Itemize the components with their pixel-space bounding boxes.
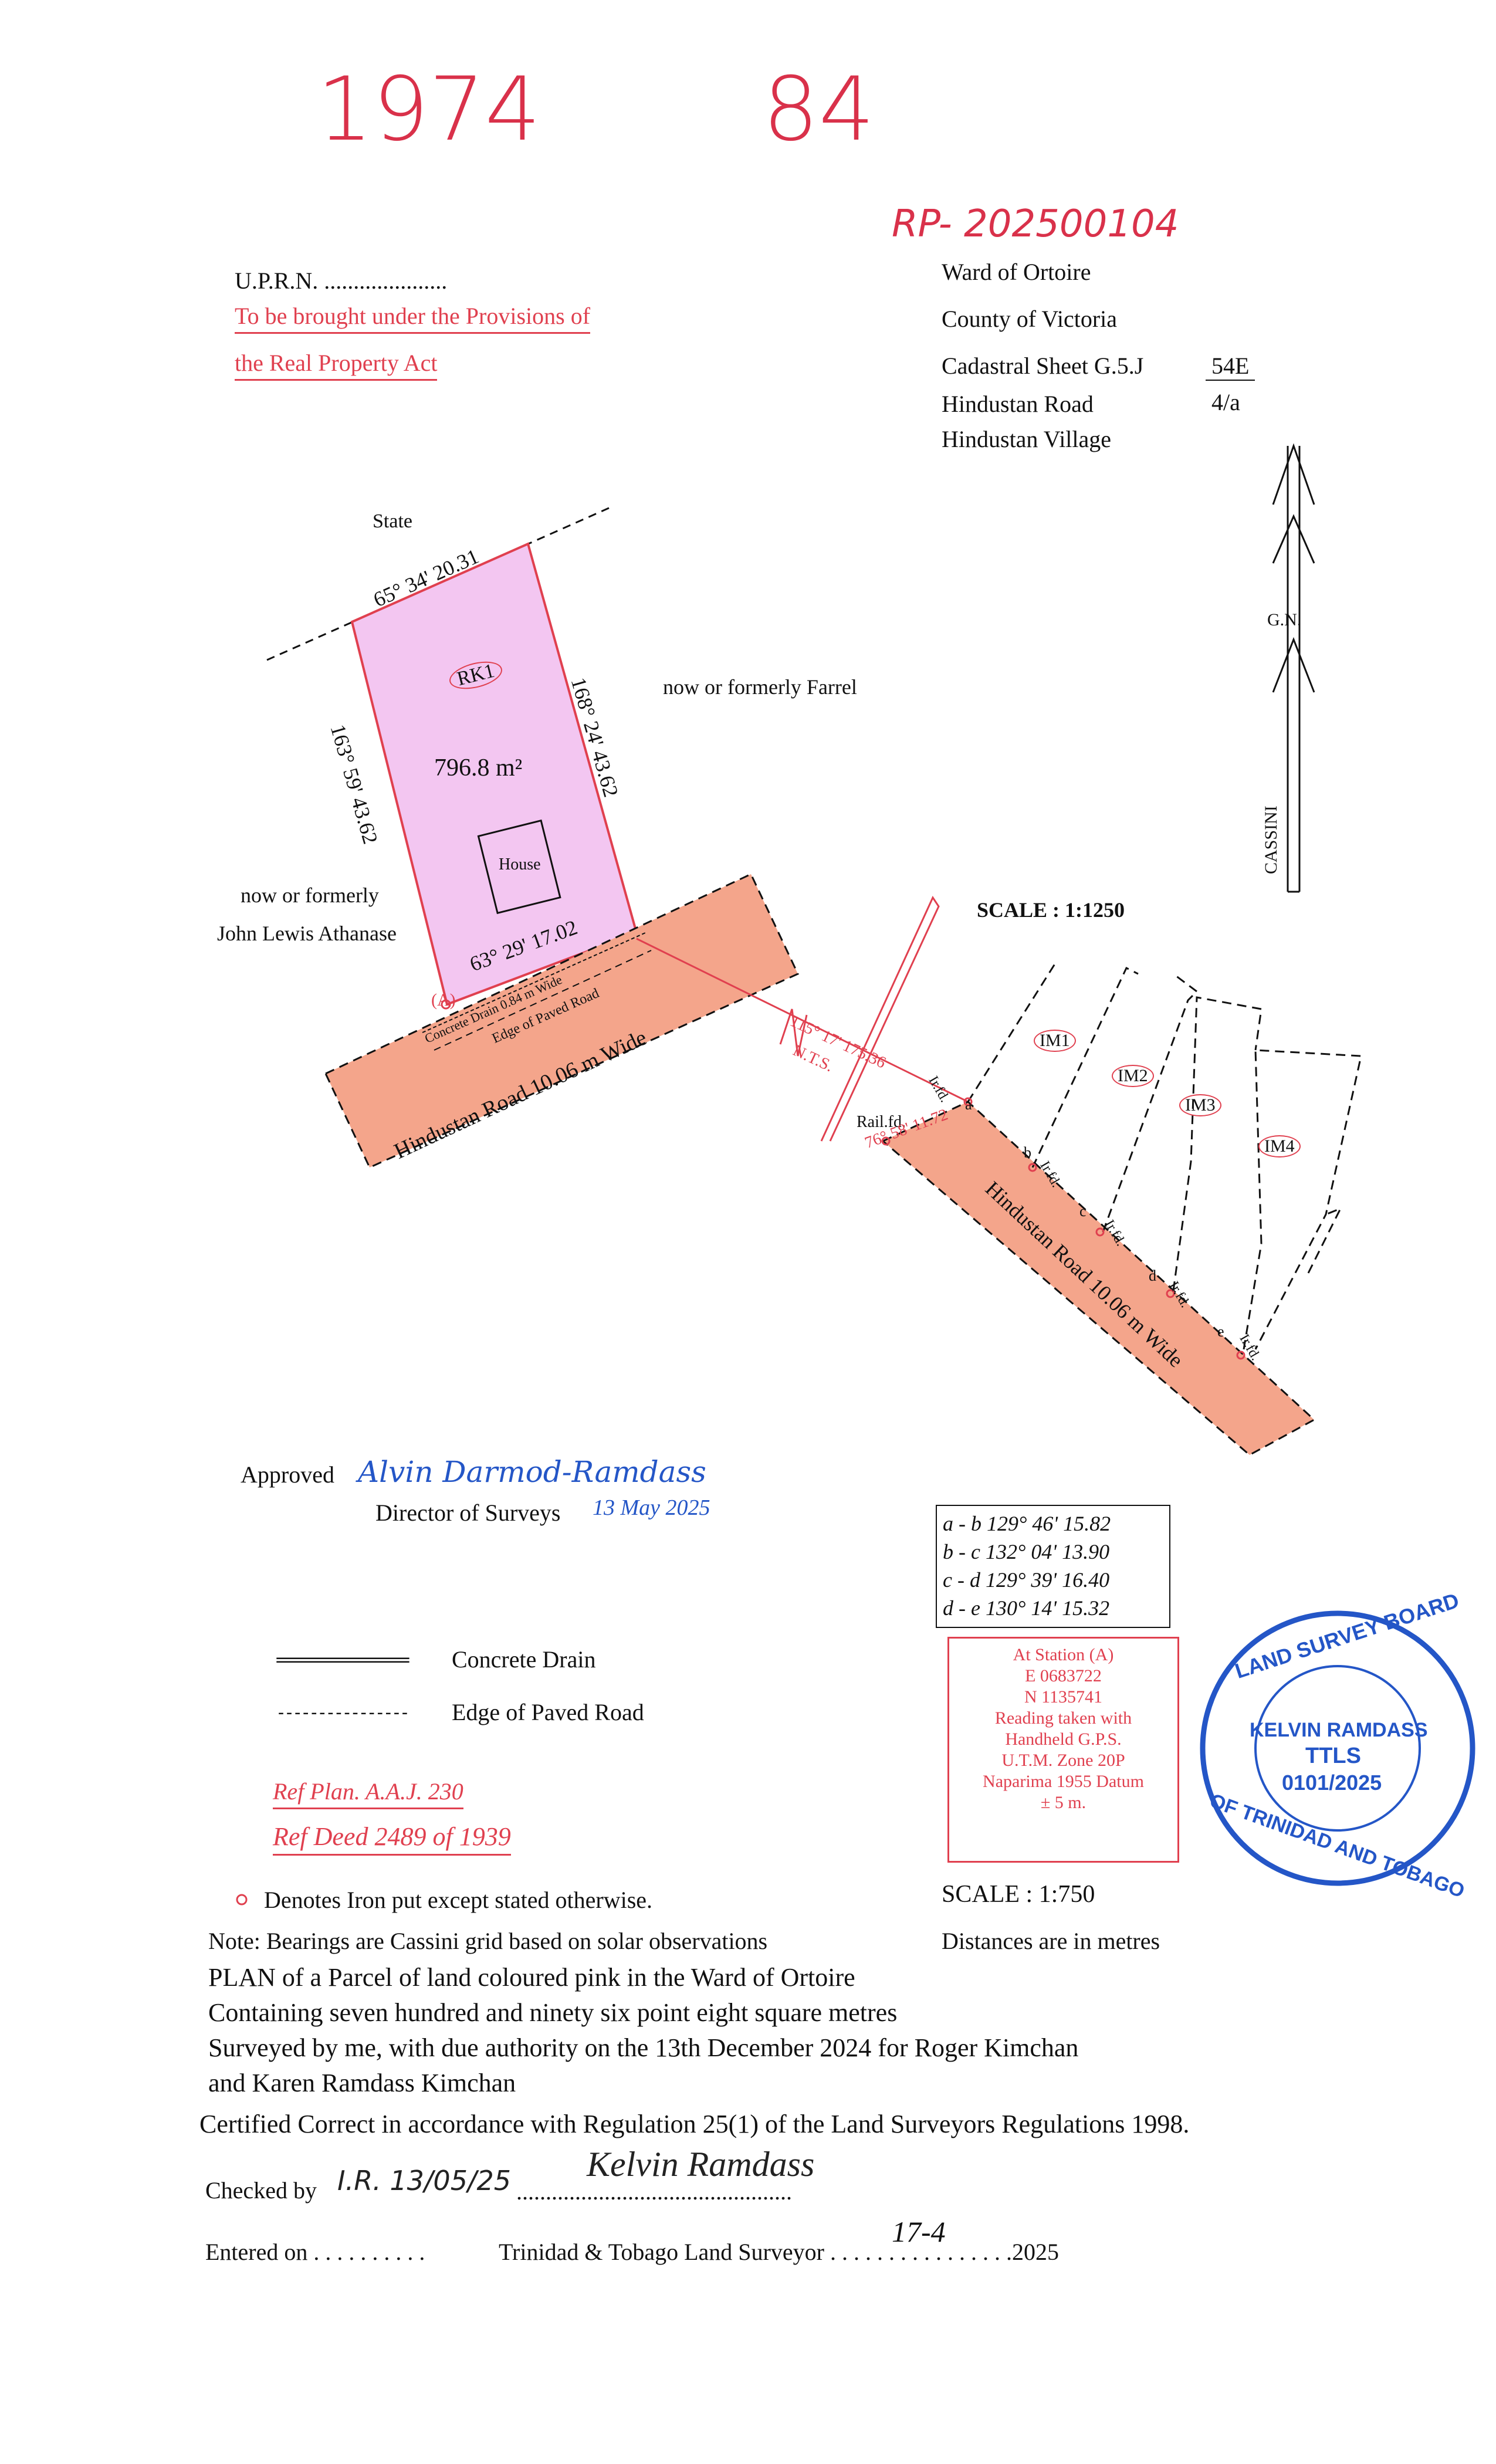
legend-drain: Concrete Drain bbox=[452, 1646, 596, 1673]
gps-note-3: U.T.M. Zone 20P bbox=[1001, 1751, 1125, 1770]
file-number-left: 1974 bbox=[317, 59, 541, 161]
survey-board-stamp bbox=[1200, 1610, 1475, 1886]
road-number-header: 4/a bbox=[1211, 389, 1240, 415]
village: Hindustan Village bbox=[942, 426, 1112, 452]
station-a-label: (A) bbox=[431, 990, 456, 1010]
nts-break bbox=[779, 1008, 808, 1057]
cadastral-number: 54E bbox=[1206, 352, 1255, 381]
point-c: c bbox=[1079, 1203, 1087, 1220]
checked-signature: Kelvin Ramdass bbox=[587, 2145, 815, 2184]
key-plan-scale: SCALE : 1:1250 bbox=[977, 898, 1125, 922]
plan-line-4: and Karen Ramdass Kimchan bbox=[208, 2069, 516, 2097]
ward: Ward of Ortoire bbox=[942, 259, 1091, 285]
west-owner-line-2: John Lewis Athanase bbox=[217, 922, 397, 945]
gps-title: At Station (A) bbox=[1013, 1645, 1114, 1664]
lot-im1: IM1 bbox=[1034, 1030, 1076, 1052]
provision-line-2: the Real Property Act bbox=[235, 349, 438, 381]
entered-label: Entered on . . . . . . . . . . bbox=[205, 2239, 425, 2265]
gps-northing: N 1135741 bbox=[1024, 1687, 1103, 1707]
bearing-row: d - e 130° 14' 15.32 bbox=[943, 1596, 1110, 1620]
stamp-number: 0101/2025 bbox=[1282, 1771, 1382, 1795]
key-plan-boundary bbox=[820, 895, 940, 1142]
bearing-row: c - d 129° 39' 16.40 bbox=[943, 1568, 1110, 1592]
gps-easting: E 0683722 bbox=[1025, 1666, 1102, 1685]
iron-note: Denotes Iron put except stated otherwise… bbox=[264, 1887, 653, 1913]
lot-im2: IM2 bbox=[1112, 1065, 1154, 1087]
plan-line-1: PLAN of a Parcel of land coloured pink i… bbox=[208, 1963, 855, 1992]
bearing-row: b - c 132° 04' 13.90 bbox=[943, 1540, 1110, 1563]
legend-drain-line: ================ bbox=[276, 1650, 410, 1670]
paved-line bbox=[434, 950, 652, 1051]
iron-legend-marker bbox=[236, 1894, 248, 1905]
grid-north-label: G.N. bbox=[1267, 610, 1302, 629]
point-d: d bbox=[1149, 1267, 1156, 1284]
stamp-org: TTLS bbox=[1305, 1744, 1361, 1768]
key-plan-markers bbox=[881, 1097, 1245, 1360]
state-label: State bbox=[373, 510, 412, 532]
parcel-area: 796.8 m² bbox=[434, 754, 523, 781]
legend-paved: Edge of Paved Road bbox=[452, 1699, 644, 1725]
stamp-name: KELVIN RAMDASS bbox=[1250, 1719, 1428, 1741]
point-a: a bbox=[965, 1096, 972, 1113]
key-plan-lots bbox=[967, 962, 1362, 1350]
bearings-table: a - b 129° 46' 15.82 b - c 132° 04' 13.9… bbox=[936, 1505, 1170, 1628]
house-label: House bbox=[499, 855, 541, 874]
bearings-note: Note: Bearings are Cassini grid based on… bbox=[208, 1928, 768, 1954]
approval-date: 13 May 2025 bbox=[593, 1495, 710, 1520]
gps-note-5: ± 5 m. bbox=[1040, 1793, 1087, 1812]
ref-deed: Ref Deed 2489 of 1939 bbox=[273, 1822, 511, 1856]
surveyor-handwriting: 17-4 bbox=[892, 2215, 946, 2248]
certified-line: Certified Correct in accordance with Reg… bbox=[199, 2110, 1190, 2138]
checked-initials: I.R. 13/05/25 bbox=[337, 2165, 511, 2196]
west-owner-line-1: now or formerly bbox=[241, 884, 379, 907]
uprn: U.P.R.N. ..................... bbox=[235, 268, 448, 294]
distances-note: Distances are in metres bbox=[942, 1928, 1160, 1954]
gps-reading-box: At Station (A) E 0683722 N 1135741 Readi… bbox=[947, 1637, 1179, 1863]
point-b: b bbox=[1024, 1144, 1031, 1161]
gps-note-1: Reading taken with bbox=[994, 1708, 1132, 1728]
gps-note-2: Handheld G.P.S. bbox=[1005, 1729, 1122, 1749]
rp-number: RP- 202500104 bbox=[892, 202, 1179, 246]
ref-plan: Ref Plan. A.A.J. 230 bbox=[273, 1778, 463, 1809]
main-scale: SCALE : 1:750 bbox=[942, 1881, 1095, 1908]
lot-im3: IM3 bbox=[1179, 1094, 1221, 1116]
tie-line bbox=[636, 937, 969, 1103]
approved-label: Approved bbox=[241, 1461, 334, 1488]
house-outline bbox=[477, 819, 561, 915]
bearing-row: a - b 129° 46' 15.82 bbox=[943, 1512, 1111, 1535]
plan-line-2: Containing seven hundred and ninety six … bbox=[208, 1998, 898, 2027]
station-a-marker bbox=[441, 999, 451, 1010]
checked-dots: ........................................… bbox=[516, 2178, 792, 2205]
hindustan-road-main bbox=[324, 873, 800, 1169]
surveyor-line: Trinidad & Tobago Land Surveyor . . . . … bbox=[499, 2239, 1059, 2265]
file-number-right: 84 bbox=[763, 59, 875, 161]
cassini-label: CASSINI bbox=[1261, 805, 1281, 874]
road-name-header: Hindustan Road bbox=[942, 391, 1094, 417]
east-owner: now or formerly Farrel bbox=[663, 675, 857, 699]
director-signature: Alvin Darmod-Ramdass bbox=[358, 1455, 706, 1489]
hindustan-road-key bbox=[881, 1101, 1316, 1456]
plan-line-3: Surveyed by me, with due authority on th… bbox=[208, 2033, 1079, 2062]
director-label: Director of Surveys bbox=[375, 1500, 561, 1526]
checked-label: Checked by bbox=[205, 2177, 317, 2204]
point-e: e bbox=[1217, 1323, 1224, 1340]
provision-line-1: To be brought under the Provisions of bbox=[235, 302, 591, 334]
lot-im4: IM4 bbox=[1258, 1135, 1301, 1157]
cadastral-sheet: Cadastral Sheet G.5.J bbox=[942, 353, 1144, 379]
gps-note-4: Naparima 1955 Datum bbox=[983, 1772, 1144, 1791]
rail-found: Rail.fd. bbox=[857, 1113, 906, 1131]
legend-paved-line: ---------------- bbox=[276, 1703, 410, 1723]
county: County of Victoria bbox=[942, 306, 1118, 332]
north-arrow bbox=[1272, 443, 1315, 893]
